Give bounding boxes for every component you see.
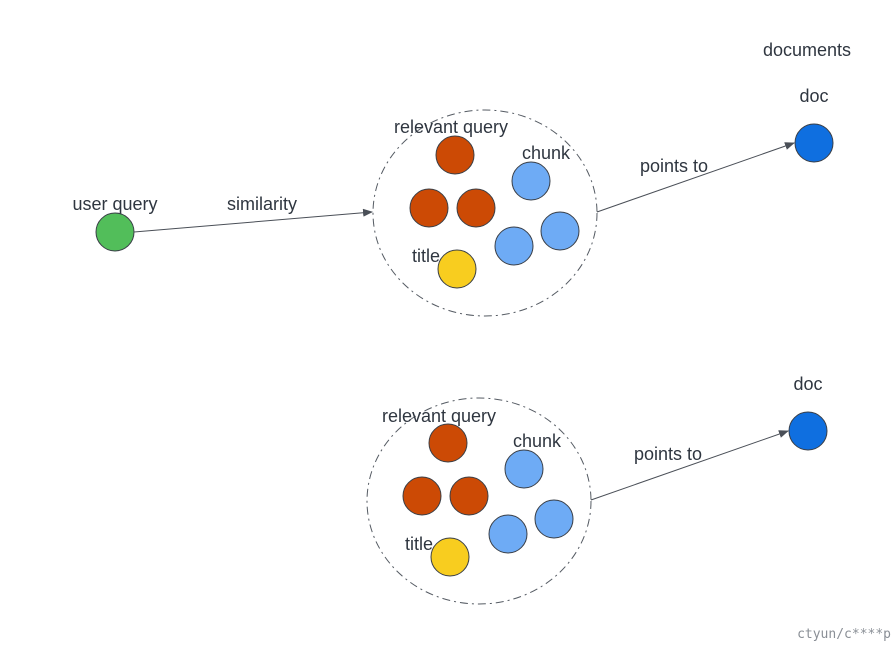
chunk-label: chunk <box>513 431 562 451</box>
title-node <box>430 537 470 577</box>
relevant-query-node <box>456 188 496 228</box>
cluster-boundary <box>366 397 592 605</box>
chunk-node <box>494 226 534 266</box>
chunk-node <box>511 161 551 201</box>
doc-label: doc <box>793 374 822 394</box>
points-to-edge <box>596 142 795 213</box>
relevant-query-label: relevant query <box>394 117 508 137</box>
relevant-query-node <box>435 135 475 175</box>
relevant-query-node <box>402 476 442 516</box>
similarity-label: similarity <box>227 194 297 214</box>
title-node <box>437 249 477 289</box>
points-to-edge <box>590 430 789 501</box>
user-query-node <box>95 212 135 252</box>
chunk-node <box>540 211 580 251</box>
relevant-query-label: relevant query <box>382 406 496 426</box>
chunk-node <box>488 514 528 554</box>
documents-label: documents <box>763 40 851 60</box>
chunk-node <box>504 449 544 489</box>
cluster-boundary <box>372 109 598 317</box>
query-cluster-1: relevant query chunk title <box>372 109 598 317</box>
query-cluster-2: relevant query chunk title <box>366 397 592 605</box>
relevant-query-node <box>428 423 468 463</box>
relevant-query-node <box>409 188 449 228</box>
similarity-edge <box>133 208 373 233</box>
title-label: title <box>412 246 440 266</box>
doc-label: doc <box>799 86 828 106</box>
user-query-label: user query <box>72 194 157 214</box>
title-label: title <box>405 534 433 554</box>
points-to-label: points to <box>634 444 702 464</box>
chunk-node <box>534 499 574 539</box>
doc-node <box>794 123 834 163</box>
chunk-label: chunk <box>522 143 571 163</box>
doc-node <box>788 411 828 451</box>
points-to-label: points to <box>640 156 708 176</box>
relevant-query-node <box>449 476 489 516</box>
watermark: ctyun/c****p <box>797 627 891 642</box>
